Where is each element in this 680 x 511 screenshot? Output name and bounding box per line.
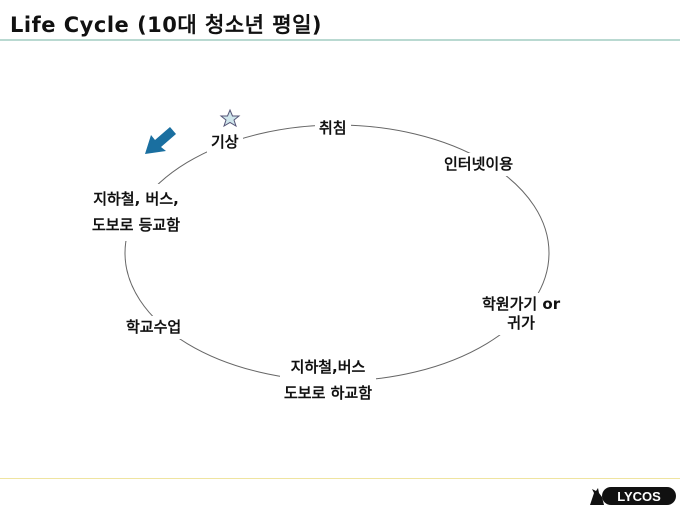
label-commute-line2: 도보로 등교함 — [92, 216, 181, 235]
label-academy-line1: 학원가기 or — [482, 295, 561, 313]
label-academy: 학원가기 or 귀가 — [478, 293, 565, 335]
label-wake: 기상 — [207, 131, 243, 154]
label-go-home-line2: 도보로 하교함 — [284, 384, 373, 403]
label-go-home-line1: 지하철,버스 — [290, 358, 366, 376]
label-school: 학교수업 — [122, 316, 186, 339]
logo-text: LYCOS — [617, 489, 661, 504]
label-commute: 지하철, 버스, 도보로 등교함 — [88, 184, 185, 241]
arrow-icon — [145, 127, 176, 154]
label-sleep: 취침 — [315, 117, 351, 140]
label-commute-line1: 지하철, 버스, — [93, 190, 179, 208]
label-internet: 인터넷이용 — [440, 153, 518, 176]
star-icon — [219, 108, 241, 128]
footer-divider — [0, 478, 680, 479]
title-divider — [0, 39, 680, 41]
label-academy-line2: 귀가 — [507, 313, 535, 332]
label-go-home: 지하철,버스 도보로 하교함 — [280, 352, 377, 409]
lycos-logo: LYCOS — [588, 485, 678, 511]
page-title: Life Cycle (10대 청소년 평일) — [10, 13, 323, 37]
